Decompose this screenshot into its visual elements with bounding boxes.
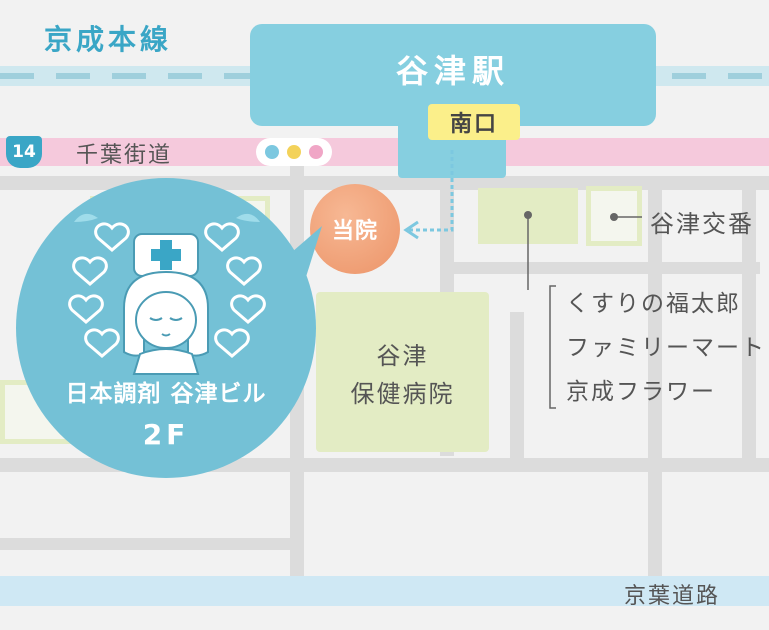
keiyo-road [0,576,769,606]
traffic-light-icon [256,138,332,166]
road-horizontal-4 [440,262,760,274]
keiyo-road-name: 京葉道路 [624,584,721,609]
south-exit-label: 南口 [449,112,498,137]
hospital-name-line2: 保健病院 [350,380,455,408]
hospital-block [316,292,489,452]
clinic-marker-label: 当院 [331,219,378,244]
road-vertical-6 [742,176,756,466]
nurse-mascot-icon [68,213,266,375]
heart-wreath-icon [68,222,266,358]
chiba-kaido-road [0,138,769,166]
road-vertical-4 [648,176,662,466]
police-box-name: 谷津交番 [650,210,754,238]
hospital-name-line1: 谷津 [376,342,429,370]
road-vertical-5 [648,470,662,580]
road-horizontal-3 [0,538,300,550]
railway-name: 京成本線 [44,23,173,56]
shop-item-1: くすりの福太郎 [566,291,741,317]
pharmacy-floor: 2F [142,418,190,451]
route-14-number: 14 [12,142,36,162]
pharmacy-name: 日本調剤 谷津ビル [65,381,267,407]
shop-item-3: 京成フラワー [566,379,716,405]
route-14-name: 千葉街道 [76,143,173,168]
road-vertical-3 [510,312,524,462]
station-name: 谷津駅 [395,52,510,90]
route-14-badge: 14 [6,136,42,168]
south-exit-badge: 南口 [428,104,520,140]
clinic-marker: 当院 [310,184,400,274]
shop-item-2: ファミリーマート [566,335,766,361]
